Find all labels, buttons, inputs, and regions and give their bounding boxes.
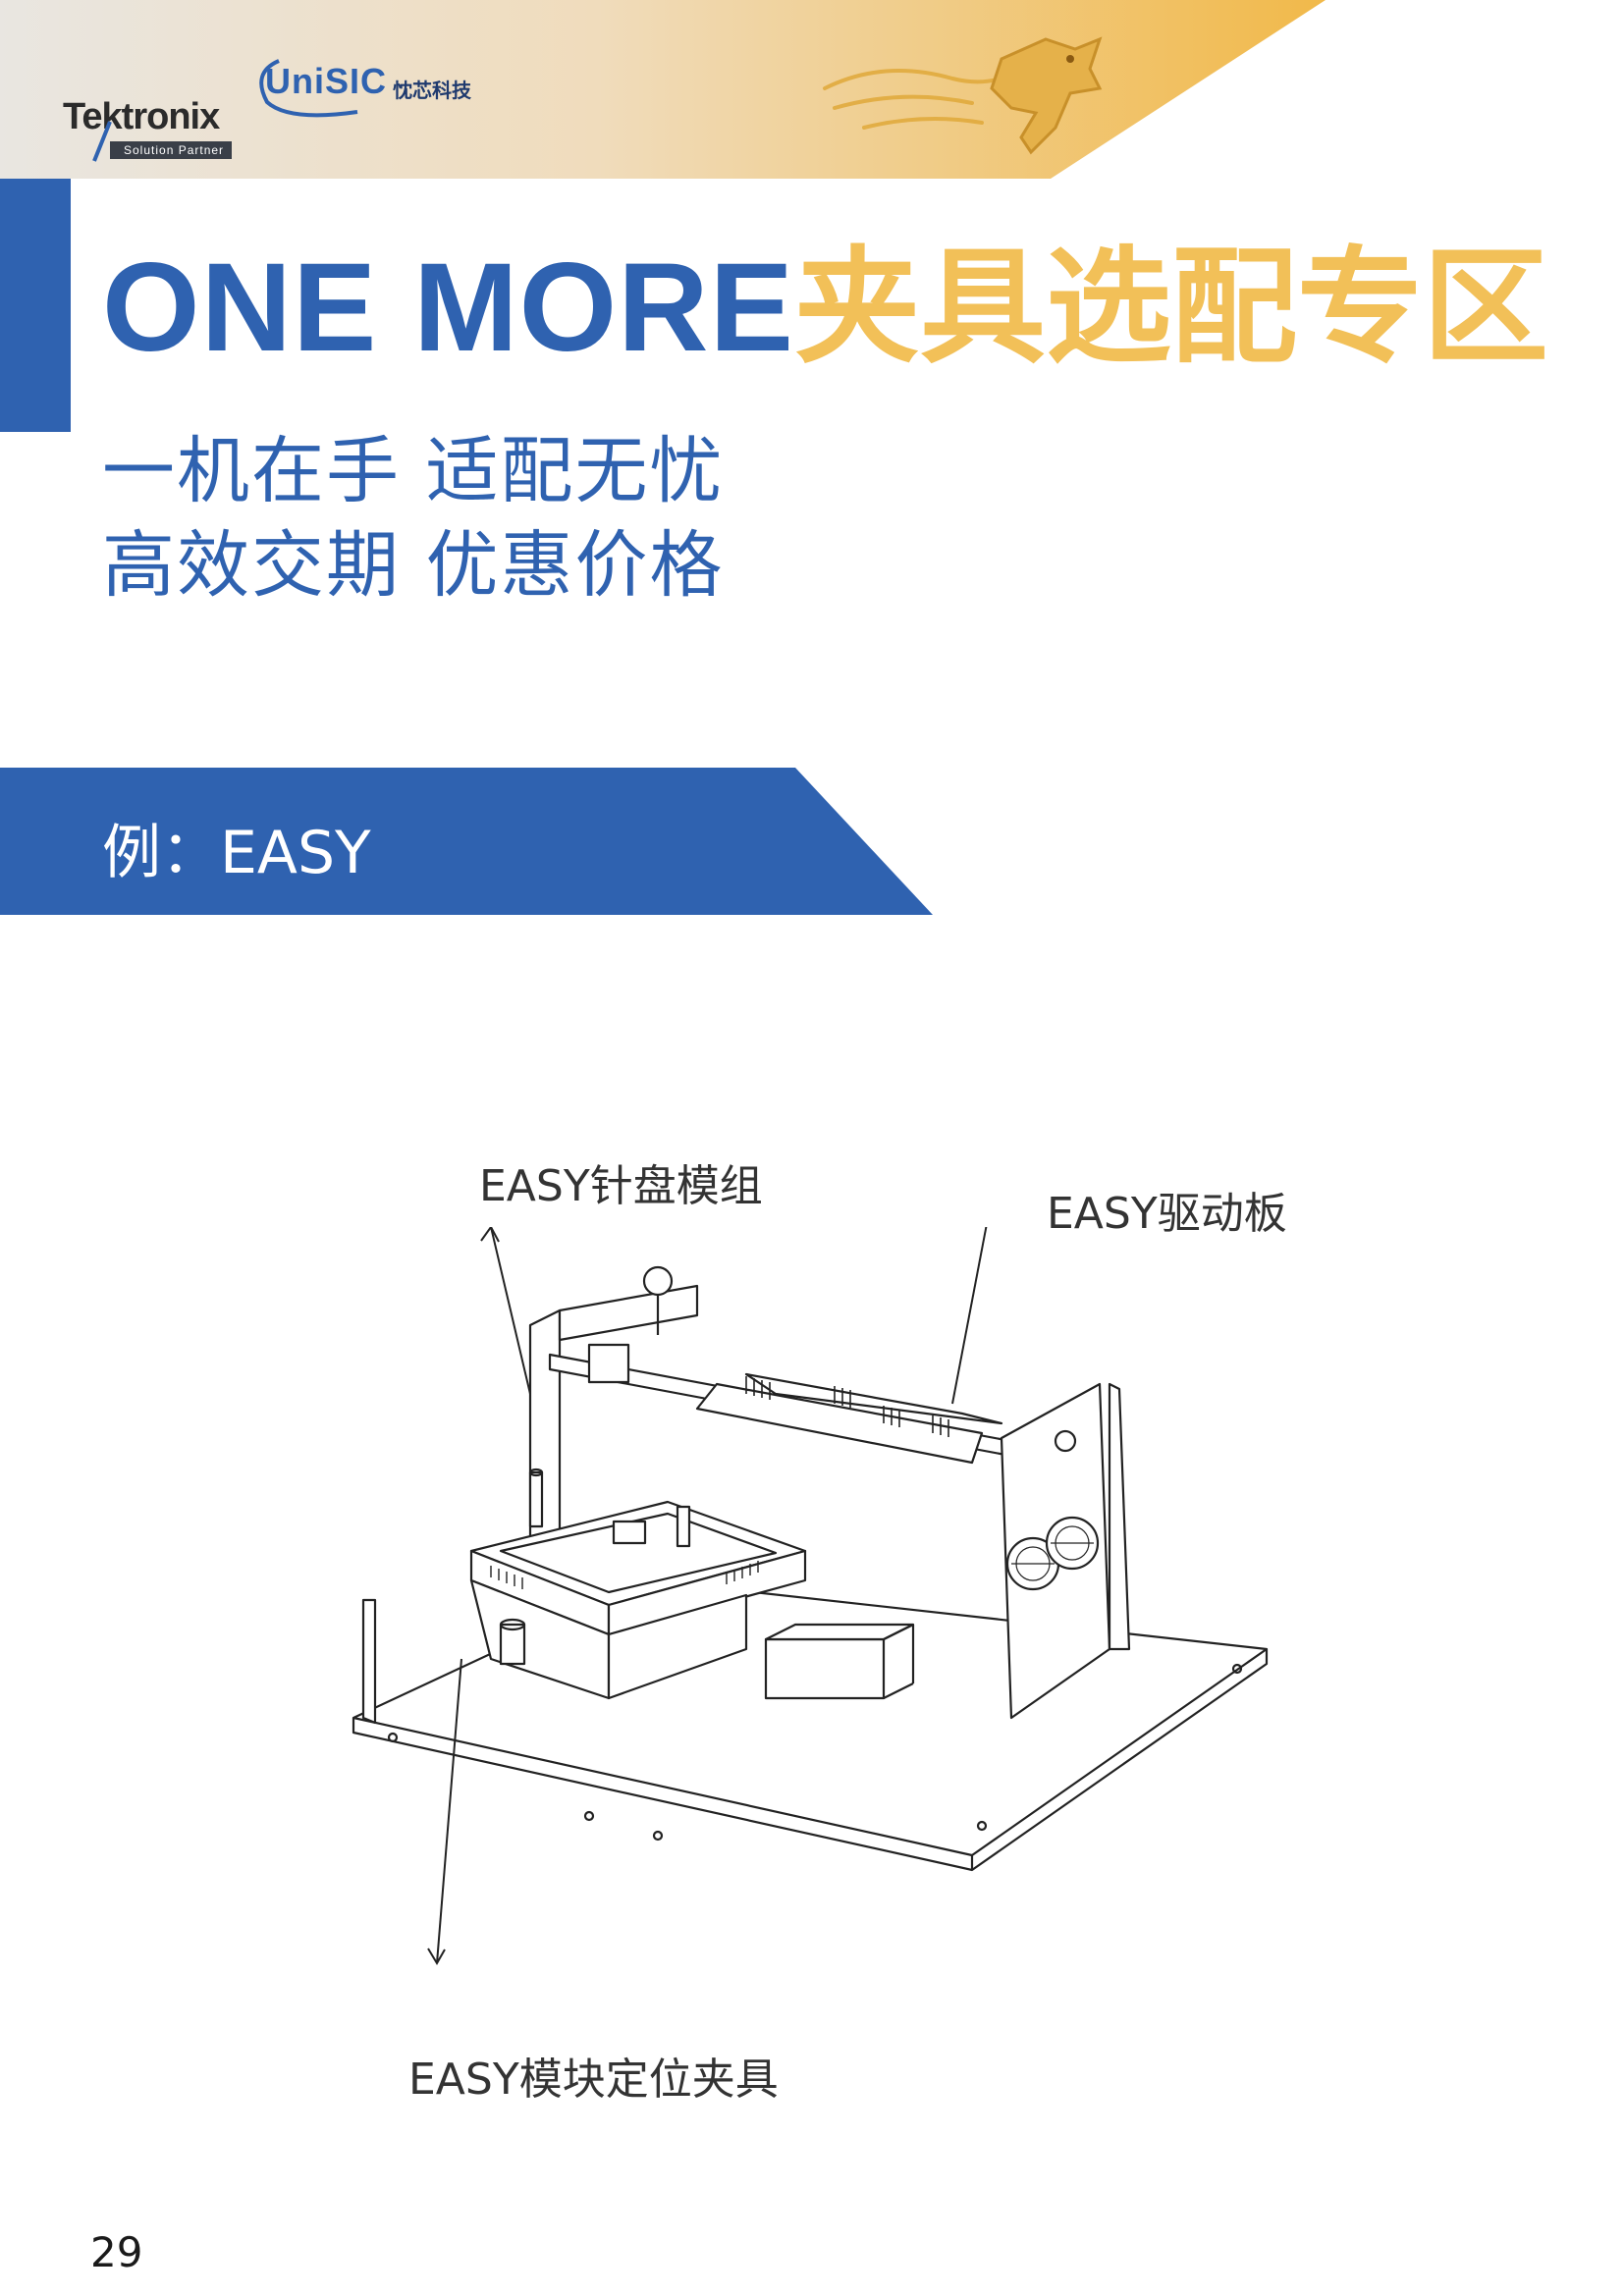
tektronix-logo: Tektronix [63,96,220,137]
callout-pin-module: EASY针盘模组 [479,1161,763,1211]
unisic-logo: UniSIC [265,61,388,101]
golden-horse-icon [823,36,1103,155]
example-label: 例：EASY [102,819,371,887]
callout-positioning-fixture: EASY模块定位夹具 [408,2055,779,2105]
header-banner [0,0,1326,179]
solution-partner-badge: Solution Partner [110,141,233,159]
tektronix-slash-icon [92,121,112,162]
page-title: ONE MORE夹具选配专区 [102,240,1548,377]
title-english: ONE MORE [102,238,794,378]
easy-test-fixture-drawing [352,1227,1269,1965]
callout-driver-board: EASY驱动板 [1047,1189,1287,1239]
title-accent-bar [0,179,71,432]
title-chinese: 夹具选配专区 [793,235,1548,381]
unisic-swoosh-icon [259,59,358,118]
tagline-line-2: 高效交期 优惠价格 [102,523,725,608]
example-band [0,768,933,915]
unisic-chinese-name: 忱芯科技 [393,79,471,102]
page-number: 29 [90,2228,143,2276]
tagline-line-1: 一机在手 适配无忧 [102,429,725,513]
